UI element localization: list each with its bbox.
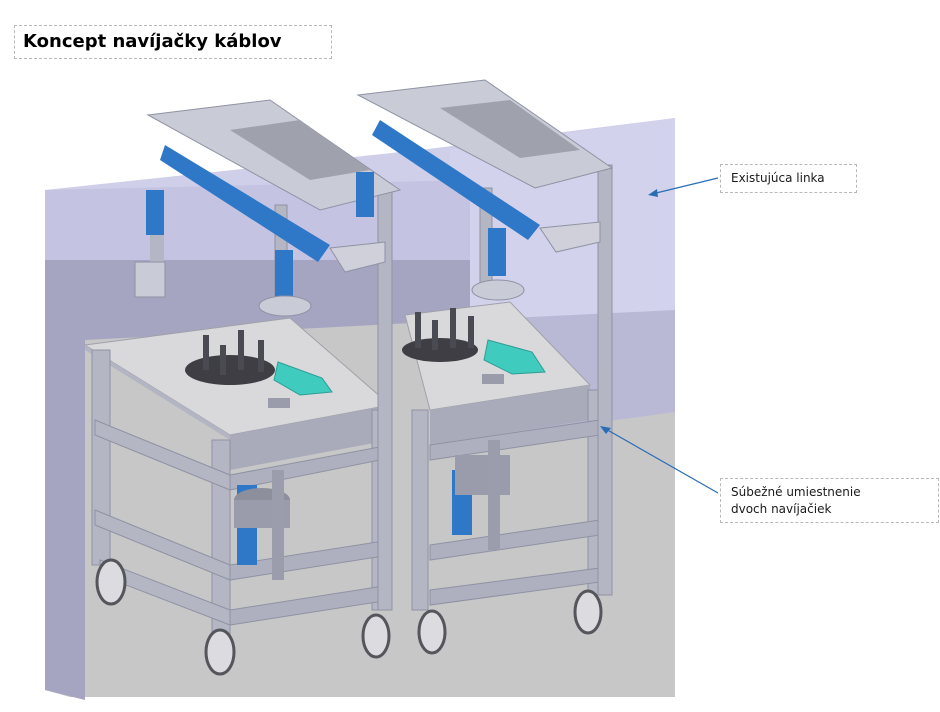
callout-parallel-placement: Súbežné umiestnenie dvoch navíjačiek — [720, 478, 939, 523]
callout-existing-line-text: Existujúca linka — [731, 171, 825, 185]
winder-machine-2 — [356, 79, 614, 655]
arrowhead-parallel — [600, 426, 611, 434]
winder-machine-1 — [83, 99, 402, 676]
page-title: Koncept navíjačky káblov — [23, 31, 282, 52]
callout-existing-line: Existujúca linka — [720, 164, 857, 193]
leader-line-existing — [651, 177, 719, 195]
title-box: Koncept navíjačky káblov — [14, 25, 332, 59]
leader-line-parallel — [603, 427, 719, 494]
callout-parallel-line-1: Súbežné umiestnenie — [731, 485, 861, 499]
callout-parallel-line-2: dvoch navíjačiek — [731, 502, 832, 516]
arrowhead-existing — [648, 189, 658, 197]
